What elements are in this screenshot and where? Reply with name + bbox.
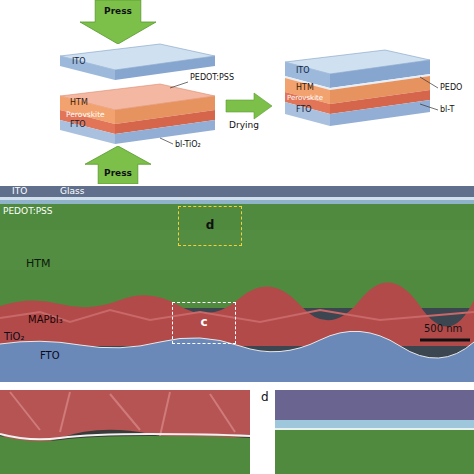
- layer-label: 500 nm: [424, 323, 462, 334]
- zoom-box: d: [178, 206, 242, 246]
- layer-label: MAPbI₃: [28, 314, 63, 325]
- layer-label: Perovskite: [287, 95, 323, 103]
- layer-label: HTM: [296, 84, 314, 93]
- layer-label: d: [261, 391, 269, 404]
- layer-label: bl-T: [440, 106, 454, 115]
- press-arrow: Press: [85, 146, 151, 184]
- layer-label: PEDOT:PSS: [190, 74, 234, 83]
- layer-label: HTM: [26, 258, 50, 270]
- layer-label: FTO: [40, 350, 60, 361]
- layer-label: Perovskite: [66, 111, 105, 119]
- layer-label: bl-TiO₂: [175, 141, 201, 150]
- layer-label: ITO: [72, 58, 86, 67]
- arrow-label: Press: [85, 168, 151, 178]
- arrow-label: Press: [80, 6, 156, 16]
- layer-label: FTO: [70, 121, 86, 130]
- layer-label: PEDO: [440, 84, 462, 93]
- layer-label: FTO: [296, 106, 312, 115]
- layer-label: HTM: [70, 99, 88, 108]
- layer-label: Drying: [229, 121, 259, 131]
- panel-letter: c: [173, 315, 235, 329]
- zoom-box: c: [172, 302, 236, 344]
- layer-label: PEDOT:PSS: [3, 207, 53, 217]
- layer-label: Glass: [60, 187, 84, 197]
- arrow-shape: [85, 146, 151, 184]
- layer-label: ITO: [12, 187, 27, 197]
- panel-letter: d: [179, 218, 241, 232]
- press-arrow: Press: [80, 0, 156, 44]
- layer-label: TiO₂: [4, 331, 24, 342]
- layer-label: ITO: [296, 67, 310, 76]
